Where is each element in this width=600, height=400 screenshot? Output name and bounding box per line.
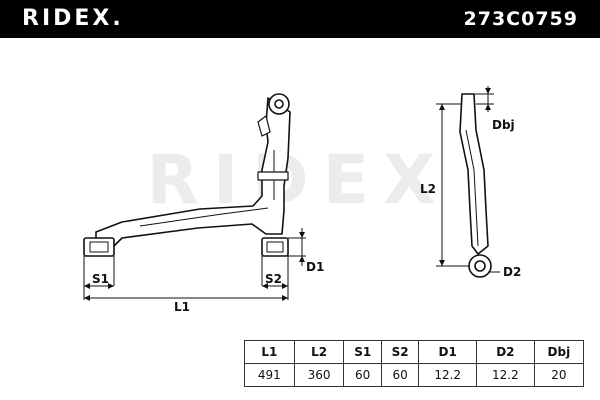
arm-inner-contour bbox=[139, 207, 269, 227]
spec-header: S2 bbox=[380, 340, 420, 364]
technical-drawing bbox=[83, 86, 500, 301]
spec-value-row: 491 360 60 60 12.2 12.2 20 bbox=[244, 363, 585, 387]
header-bar: RIDEX. 273C0759 bbox=[0, 0, 600, 38]
dimension-label-dbj: Dbj bbox=[492, 118, 515, 132]
dimension-lines bbox=[83, 86, 500, 300]
top-ball-joint-inner bbox=[274, 99, 284, 109]
lower-ball-joint bbox=[468, 254, 492, 278]
spec-header: D1 bbox=[418, 340, 478, 364]
top-ball-joint bbox=[268, 93, 290, 115]
dimension-label-d1: D1 bbox=[306, 260, 325, 274]
spec-header: L1 bbox=[244, 340, 295, 364]
spec-value: 12.2 bbox=[418, 363, 478, 387]
spec-value: 20 bbox=[533, 363, 585, 387]
brand-logo: RIDEX. bbox=[22, 6, 124, 31]
spec-header: S1 bbox=[343, 340, 382, 364]
spec-table: L1 L2 S1 S2 D1 D2 Dbj 491 360 60 60 12.2… bbox=[244, 340, 585, 387]
spec-header: D2 bbox=[476, 340, 535, 364]
spec-header: Dbj bbox=[533, 340, 585, 364]
spec-header: L2 bbox=[293, 340, 345, 364]
bushing-right bbox=[261, 237, 289, 257]
bushing-left-core bbox=[89, 241, 109, 253]
spec-value: 60 bbox=[380, 363, 420, 387]
arm-mount-block bbox=[257, 171, 289, 181]
spec-value: 60 bbox=[343, 363, 382, 387]
part-number: 273C0759 bbox=[463, 8, 578, 30]
arm-side-flange bbox=[257, 115, 271, 137]
dimension-label-d2: D2 bbox=[503, 265, 522, 279]
lower-ball-joint-inner bbox=[474, 260, 486, 272]
spec-value: 12.2 bbox=[476, 363, 535, 387]
dimension-label-s1: S1 bbox=[92, 272, 109, 286]
dimension-label-s2: S2 bbox=[265, 272, 282, 286]
spec-value: 360 bbox=[293, 363, 345, 387]
dimension-arrowheads bbox=[84, 88, 491, 301]
bushing-right-core bbox=[266, 241, 284, 253]
spec-value: 491 bbox=[244, 363, 295, 387]
bushing-left bbox=[83, 237, 115, 257]
spec-header-row: L1 L2 S1 S2 D1 D2 Dbj bbox=[244, 340, 585, 364]
dimension-label-l1: L1 bbox=[174, 300, 190, 314]
dimension-label-l2: L2 bbox=[420, 182, 436, 196]
side-view-inner-contour bbox=[465, 129, 479, 247]
